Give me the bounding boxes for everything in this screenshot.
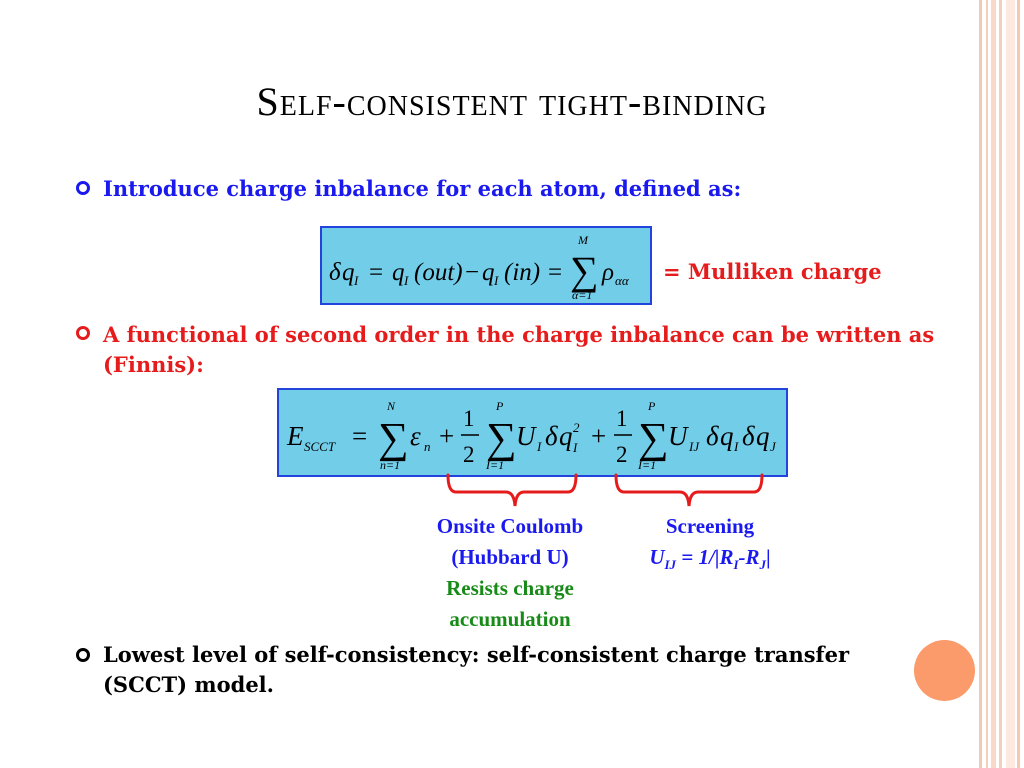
equation-scct: E SCCT = N ∑ n=1 ε n + 1 2 P ∑ I=1 U I δ… [286,399,777,472]
eq1-sub: I [353,273,359,288]
screening-sub: I [733,557,739,573]
eq2-numerator: 1 [463,406,475,431]
screening-end: | [766,545,771,569]
eq2-delta: δ [545,421,558,451]
bullet-marker [76,648,90,662]
eq2-numerator: 1 [616,406,628,431]
eq1-equals: = [548,259,562,286]
brace-onsite [446,473,578,507]
eq2-summation: ∑ [638,415,669,462]
bullet-1-text: Introduce charge inbalance for each atom… [103,176,742,201]
eq2-q: q [756,421,770,451]
eq2-q: q [720,421,734,451]
eq2-sub: I [733,439,739,454]
eq2-plus: + [439,421,454,451]
edge-line [986,0,988,768]
eq1-sub: I [493,273,499,288]
eq2-E: E [286,421,304,451]
bullet-marker [76,181,90,195]
edge-line [999,0,1002,768]
onsite-line-4: accumulation [449,607,571,631]
eq1-q: q [392,259,405,286]
eq2-delta: δ [742,421,755,451]
eq2-sub: IJ [688,439,700,454]
eq1-in: (in) [504,259,540,286]
screening-title: Screening [665,514,755,538]
eq1-out: (out) [414,259,463,286]
equation-mulliken: δ q I = q I (out) − q I (in) = M ∑ α=1 ρ… [329,233,630,302]
eq2-q: q [559,421,573,451]
eq2-lower-limit: I=1 [637,458,656,472]
eq2-epsilon: ε [410,421,421,451]
slide-title: Self-consistent tight-binding [256,79,768,124]
eq1-delta: δ [329,259,341,286]
equation-box-scct: E SCCT = N ∑ n=1 ε n + 1 2 P ∑ I=1 U I δ… [277,388,788,477]
onsite-line-3: Resists charge [446,576,574,600]
eq1-lower-limit: α=1 [572,288,592,302]
screening-annotation: Screening UIJ = 1/|RI-RJ| [620,511,800,580]
eq2-upper-limit: P [647,399,656,413]
screening-dash: -R [738,545,760,569]
eq2-sub: J [770,439,777,454]
eq2-U: U [516,421,537,451]
eq2-sub: I [572,440,578,455]
eq2-lower-limit: I=1 [485,458,504,472]
eq2-equals: = [352,421,367,451]
bullet-marker [76,326,90,340]
eq1-summation: ∑ [570,248,599,293]
eq1-minus: − [465,259,479,286]
screening-sub: J [759,557,767,573]
onsite-annotation: Onsite Coulomb (Hubbard U) Resists charg… [400,511,620,635]
eq2-summation: ∑ [486,415,517,462]
screening-formula: UIJ = 1/|RI-RJ| [620,542,800,580]
eq2-superscript: 2 [573,420,580,435]
equation-box-mulliken: δ q I = q I (out) − q I (in) = M ∑ α=1 ρ… [320,226,652,305]
screening-mid: = 1/|R [676,545,734,569]
onsite-line-2: (Hubbard U) [451,545,569,569]
mulliken-label: = Mulliken charge [663,259,882,284]
eq2-sub: n [424,439,431,454]
edge-line [1006,0,1015,768]
eq2-lower-limit: n=1 [380,458,400,472]
edge-line [979,0,982,768]
eq2-delta: δ [706,421,719,451]
eq1-sub: αα [615,273,630,288]
eq1-rho: ρ [601,259,614,286]
eq1-sub: I [403,273,409,288]
bullet-2-text: A functional of second order in the char… [103,322,935,377]
eq2-upper-limit: N [386,399,396,413]
eq1-upper-limit: M [577,233,589,247]
eq2-summation: ∑ [378,415,409,462]
eq2-denominator: 2 [616,442,628,467]
eq2-U: U [668,421,689,451]
eq1-q: q [482,259,495,286]
bullet-3-text: Lowest level of self-consistency: self-c… [103,642,850,697]
eq1-q: q [342,259,355,286]
eq2-plus: + [591,421,606,451]
screening-sub: IJ [664,557,677,573]
eq2-sub: SCCT [304,439,336,454]
eq2-sub: I [536,439,542,454]
eq2-denominator: 2 [463,442,475,467]
eq1-equals: = [369,259,383,286]
decorative-circle [914,640,975,701]
edge-line [991,0,996,768]
edge-line [1017,0,1020,768]
brace-group [446,473,764,507]
eq2-upper-limit: P [495,399,504,413]
brace-screening [614,473,764,507]
screening-U: U [649,545,665,569]
onsite-line-1: Onsite Coulomb [436,514,584,538]
